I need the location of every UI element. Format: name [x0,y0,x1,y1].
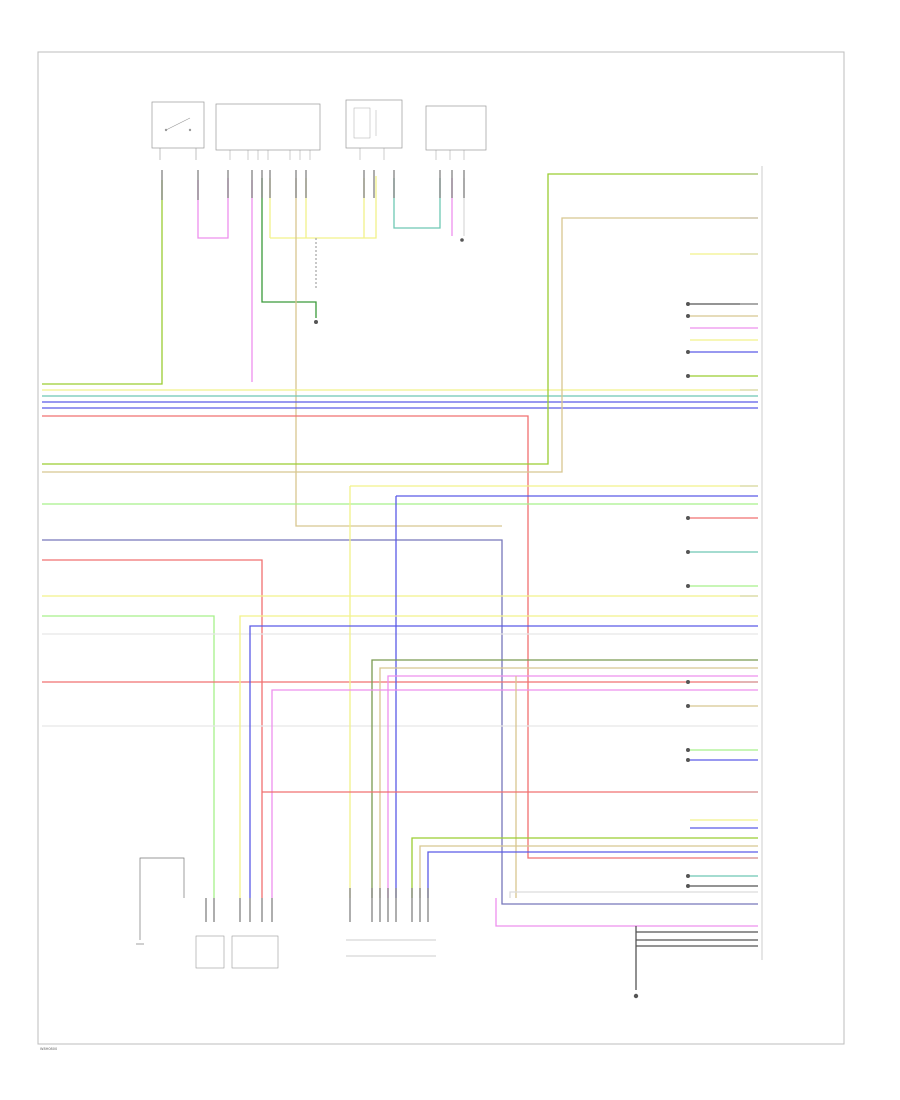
ground-point-bottom [633,993,639,999]
sensor-component [425,105,487,160]
brake-switch-component [151,101,205,160]
footer-code: W8H0800 [40,1047,57,1051]
ground-point-sensor [460,238,464,242]
bottom-connector-a [205,898,273,922]
ground-point-top [314,320,318,324]
right-routing-wires [239,253,758,990]
relay-component [345,99,403,160]
bottom-sensor-a [195,935,279,969]
bottom-sensor-b [346,939,436,957]
diagram-frame [37,51,845,1045]
top-vertical-wires [42,176,502,527]
control-module-box [215,103,321,160]
horizontal-bus-wires [42,173,758,905]
top-connector-marks [161,170,465,200]
splice-markers [686,302,690,888]
bottom-connector-b [349,888,429,922]
bottom-left-ground [136,857,185,945]
module-pin-labels [740,173,758,859]
